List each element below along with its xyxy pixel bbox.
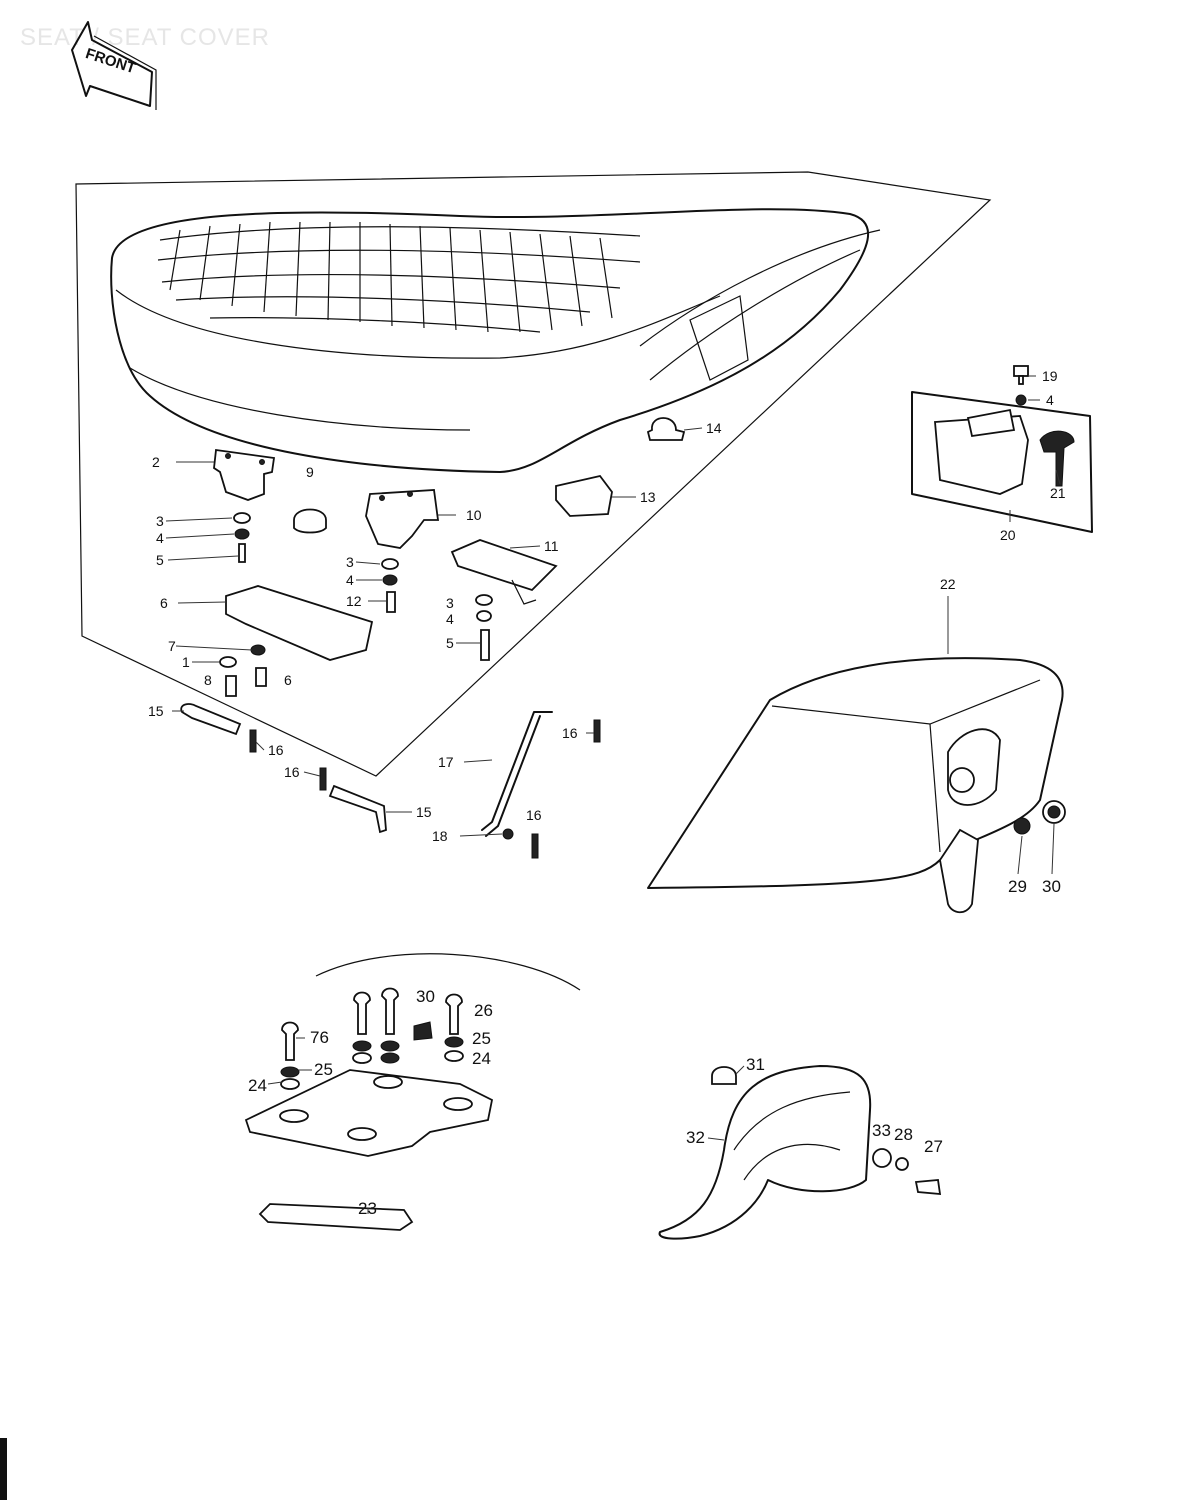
callout-2: 2 (152, 454, 160, 470)
callout-76: 76 (310, 1028, 329, 1047)
tail-seat (647, 657, 1066, 914)
callout-20: 20 (1000, 527, 1016, 543)
callout-13: 13 (640, 489, 656, 505)
callout-3b: 3 (346, 554, 354, 570)
callout-6: 6 (160, 595, 168, 611)
callout-30b: 30 (416, 987, 435, 1006)
callout-14: 14 (706, 420, 722, 436)
callout-17: 17 (438, 754, 454, 770)
callout-23: 23 (358, 1199, 377, 1218)
callout-12: 12 (346, 593, 362, 609)
callout-25: 25 (472, 1029, 491, 1048)
callout-30: 30 (1042, 877, 1061, 896)
callout-8: 8 (204, 672, 212, 688)
callout-5b: 5 (446, 635, 454, 651)
lock-assembly (911, 365, 1093, 533)
callout-28: 28 (894, 1125, 913, 1144)
callout-26: 26 (474, 1001, 493, 1020)
callout-4d: 4 (1046, 392, 1054, 408)
callout-27: 27 (924, 1137, 943, 1156)
page-title: SEAT / SEAT COVER (20, 24, 270, 51)
callout-4b: 4 (346, 572, 354, 588)
callout-11: 11 (544, 538, 559, 554)
callout-4c: 4 (446, 611, 454, 627)
callout-labels: 2 3 4 5 6 7 1 8 6 9 10 3 4 12 11 3 4 5 1… (148, 368, 1066, 1218)
tail-bracket (658, 1065, 942, 1240)
front-arrow-badge: FRONT (71, 21, 157, 110)
callout-7: 7 (168, 638, 176, 654)
callout-10: 10 (466, 507, 482, 523)
callout-32: 32 (686, 1128, 705, 1147)
callout-16b: 16 (284, 764, 300, 780)
callout-3c: 3 (446, 595, 454, 611)
callout-31: 31 (746, 1055, 765, 1074)
seat-background-panel (75, 171, 992, 777)
callout-16c: 16 (562, 725, 578, 741)
seat-base-plate (244, 953, 581, 1231)
seat-rods-and-pins (180, 703, 601, 859)
callout-16: 16 (268, 742, 284, 758)
page-edge-mark (0, 1438, 7, 1500)
callout-19: 19 (1042, 368, 1058, 384)
callout-16d: 16 (526, 807, 542, 823)
seat-hinge-hardware (213, 417, 686, 697)
callout-25b: 25 (314, 1060, 333, 1079)
callout-5: 5 (156, 552, 164, 568)
callout-24: 24 (472, 1049, 491, 1068)
callout-15: 15 (148, 703, 164, 719)
callout-22: 22 (940, 576, 956, 592)
callout-3: 3 (156, 513, 164, 529)
leader-lines (165, 375, 1061, 1214)
callout-24b: 24 (248, 1076, 267, 1095)
callout-29: 29 (1008, 877, 1027, 896)
main-seat (110, 208, 881, 473)
callout-9: 9 (306, 464, 314, 480)
callout-18: 18 (432, 828, 448, 844)
callout-21: 21 (1050, 485, 1066, 501)
callout-33: 33 (872, 1121, 891, 1140)
callout-4: 4 (156, 530, 164, 546)
callout-6b: 6 (284, 672, 292, 688)
callout-15b: 15 (416, 804, 432, 820)
callout-1: 1 (182, 654, 190, 670)
